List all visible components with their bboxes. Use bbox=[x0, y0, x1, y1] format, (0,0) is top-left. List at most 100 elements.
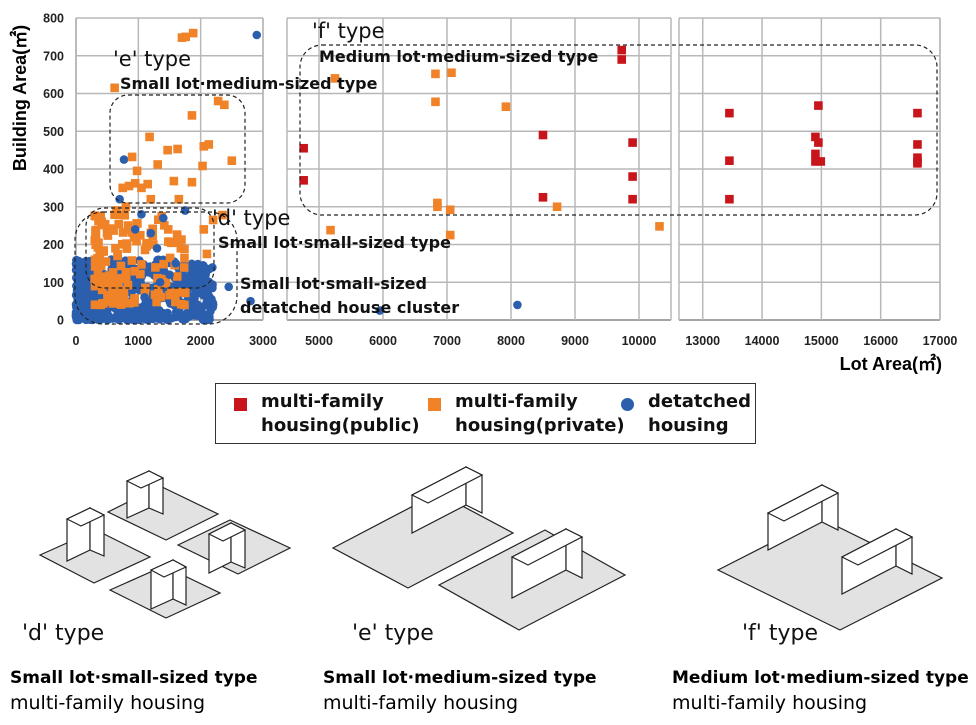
private-point bbox=[112, 206, 121, 215]
x-tick-label: 0 bbox=[73, 334, 80, 348]
private-point bbox=[447, 68, 456, 78]
detached-point bbox=[153, 310, 163, 319]
private-point bbox=[198, 161, 207, 171]
f-type-caption: Medium lot·medium-sized type multi-famil… bbox=[672, 666, 969, 716]
private-point bbox=[431, 69, 440, 79]
public-point bbox=[538, 130, 548, 140]
public-point bbox=[913, 159, 922, 168]
private-point bbox=[213, 96, 223, 106]
x-axis-title: Lot Area(㎡) bbox=[840, 353, 942, 374]
d-type-annotation: 'd' type bbox=[212, 206, 290, 230]
detached-point bbox=[81, 299, 91, 309]
private-point bbox=[90, 274, 100, 284]
public-point bbox=[913, 140, 922, 149]
private-point bbox=[180, 300, 189, 310]
public-point bbox=[725, 156, 734, 165]
private-point bbox=[114, 219, 123, 229]
private-point bbox=[90, 211, 100, 220]
private-point bbox=[180, 244, 189, 254]
private-point bbox=[173, 144, 182, 154]
private-point bbox=[104, 271, 114, 280]
detached-point bbox=[177, 314, 187, 324]
d-type-annotation-desc: Small lot·small-sized type bbox=[218, 233, 451, 252]
legend-item-private: multi-family housing(private) bbox=[428, 390, 625, 438]
detached-point bbox=[198, 263, 208, 272]
private-point bbox=[552, 202, 562, 212]
public-point bbox=[811, 157, 820, 166]
detached-point bbox=[137, 210, 146, 219]
chart-legend: multi-family housing(public) multi-famil… bbox=[215, 383, 756, 444]
private-point bbox=[101, 257, 111, 266]
y-tick-label: 0 bbox=[57, 314, 64, 328]
y-tick-label: 700 bbox=[43, 49, 64, 63]
private-point bbox=[93, 242, 103, 252]
private-point bbox=[113, 249, 123, 259]
private-point bbox=[180, 253, 189, 263]
public-point bbox=[628, 172, 637, 181]
private-point bbox=[165, 253, 175, 263]
private-point bbox=[152, 297, 161, 307]
private-point bbox=[501, 102, 511, 112]
private-point bbox=[103, 290, 112, 300]
caption-subtitle: multi-family housing bbox=[323, 692, 519, 714]
square-marker-icon bbox=[428, 398, 441, 411]
private-point bbox=[140, 288, 150, 298]
e-type-annotation-desc: Small lot·medium-sized type bbox=[120, 74, 378, 93]
private-point bbox=[124, 225, 133, 235]
private-point bbox=[123, 280, 133, 290]
y-tick-label: 100 bbox=[43, 276, 64, 290]
y-axis-title: Building Area(㎡) bbox=[9, 25, 30, 171]
private-point bbox=[122, 240, 132, 250]
private-point bbox=[149, 240, 158, 249]
private-point bbox=[99, 299, 108, 308]
detached-point bbox=[513, 300, 522, 310]
legend-label: housing bbox=[648, 415, 729, 436]
square-marker-icon bbox=[234, 398, 247, 411]
detached-point bbox=[155, 277, 165, 287]
private-point bbox=[445, 205, 455, 215]
legend-label: housing(private) bbox=[455, 415, 625, 436]
detached-point bbox=[146, 228, 156, 238]
detached-point bbox=[77, 292, 86, 301]
private-point bbox=[135, 230, 145, 240]
private-point bbox=[179, 263, 189, 272]
private-point bbox=[143, 179, 152, 189]
private-point bbox=[187, 177, 197, 187]
detached-point bbox=[184, 312, 194, 321]
public-point bbox=[814, 101, 823, 110]
detached-point bbox=[141, 310, 151, 320]
private-point bbox=[129, 233, 139, 242]
private-point bbox=[142, 241, 151, 251]
d-type-caption: Small lot·small-sized type multi-family … bbox=[10, 666, 257, 716]
f-type-annotation: 'f' type bbox=[312, 19, 385, 43]
private-point bbox=[167, 238, 176, 248]
cluster-region bbox=[74, 211, 238, 325]
private-point bbox=[156, 292, 166, 302]
private-point bbox=[153, 273, 162, 283]
private-point bbox=[177, 33, 187, 42]
public-point bbox=[628, 138, 637, 147]
y-tick-label: 200 bbox=[43, 238, 64, 252]
legend-item-detached: detatched housing bbox=[621, 390, 751, 438]
private-point bbox=[120, 210, 129, 220]
private-point bbox=[130, 294, 139, 303]
private-point bbox=[202, 249, 212, 259]
private-point bbox=[137, 260, 146, 269]
private-point bbox=[132, 166, 142, 176]
detached-point bbox=[72, 273, 81, 283]
private-point bbox=[141, 283, 150, 293]
public-point bbox=[299, 176, 308, 185]
detached-point bbox=[252, 30, 262, 40]
private-point bbox=[136, 269, 145, 279]
private-point bbox=[123, 298, 132, 308]
x-tick-label: 7000 bbox=[433, 334, 461, 348]
detached-point bbox=[199, 290, 208, 300]
private-point bbox=[124, 181, 134, 191]
caption-subtitle: multi-family housing bbox=[10, 692, 206, 714]
detached-point bbox=[375, 306, 385, 315]
private-point bbox=[445, 230, 455, 240]
private-point bbox=[123, 221, 133, 230]
circle-marker-icon bbox=[621, 398, 634, 411]
y-tick-label: 600 bbox=[43, 87, 64, 101]
detached-point bbox=[208, 300, 218, 310]
